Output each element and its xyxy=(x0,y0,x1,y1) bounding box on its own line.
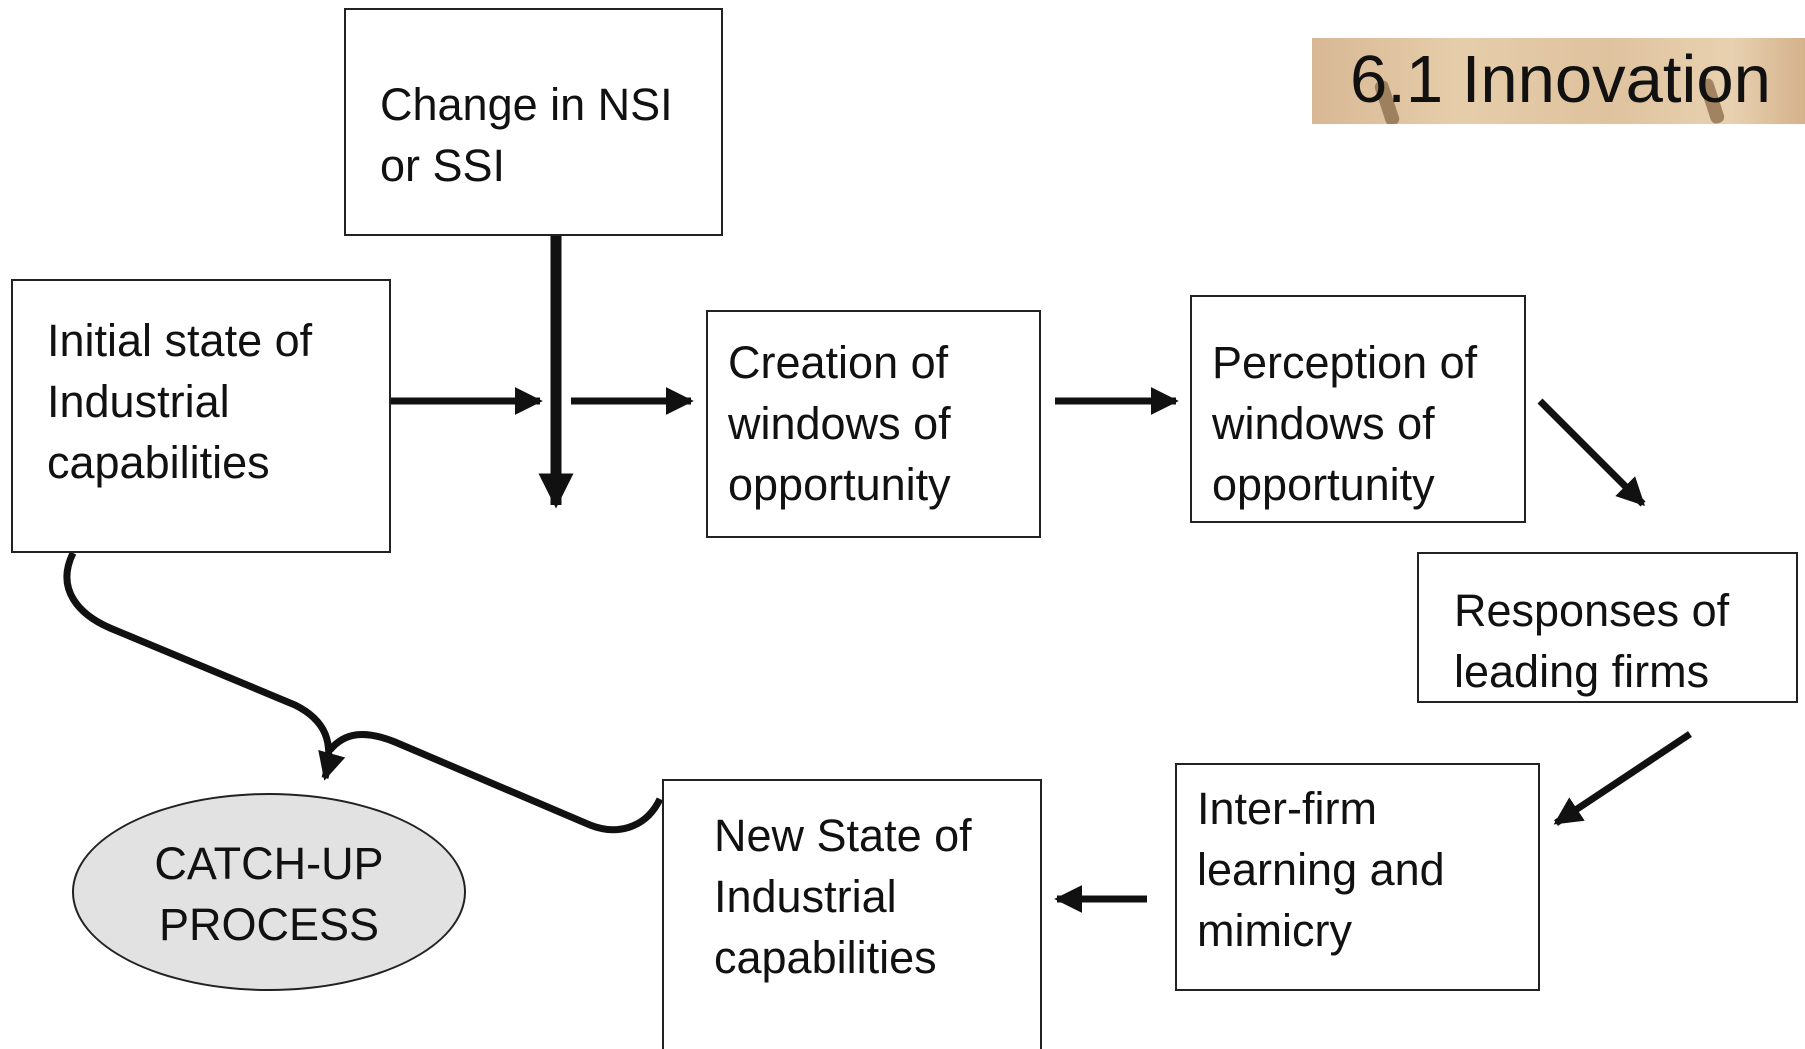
arrow-responses-to-interfirm xyxy=(1553,731,1692,826)
node-creation-of-windows: Creation of windows of opportunity xyxy=(706,310,1041,538)
arrow-perception-to-responses xyxy=(1537,398,1646,507)
curve-newstate-to-catchup xyxy=(327,730,664,834)
slide-title: 6.1 Innovation xyxy=(1350,42,1771,117)
node-responses-of-leading-firms: Responses of leading firms xyxy=(1417,552,1798,703)
node-perception-of-windows: Perception of windows of opportunity xyxy=(1190,295,1526,523)
node-label: New State of Industrial capabilities xyxy=(714,810,972,983)
node-label: Inter-firm learning and mimicry xyxy=(1197,783,1445,956)
node-initial-state: Initial state of Industrial capabilities xyxy=(11,279,391,553)
node-new-state: New State of Industrial capabilities xyxy=(662,779,1042,1049)
slide-title-banner: 6.1 Innovation xyxy=(1312,38,1805,124)
node-catch-up-process: CATCH-UP PROCESS xyxy=(72,793,466,991)
node-label: Perception of windows of opportunity xyxy=(1212,337,1478,510)
node-label: Change in NSI or SSI xyxy=(380,79,673,191)
node-label: CATCH-UP PROCESS xyxy=(154,838,384,950)
curve-initial-to-catchup xyxy=(63,551,346,781)
node-label: Initial state of Industrial capabilities xyxy=(47,315,313,488)
node-label: Responses of leading firms xyxy=(1454,585,1730,697)
node-label: Creation of windows of opportunity xyxy=(728,337,951,510)
node-change-in-nsi: Change in NSI or SSI xyxy=(344,8,723,236)
node-inter-firm-learning: Inter-firm learning and mimicry xyxy=(1175,763,1540,991)
